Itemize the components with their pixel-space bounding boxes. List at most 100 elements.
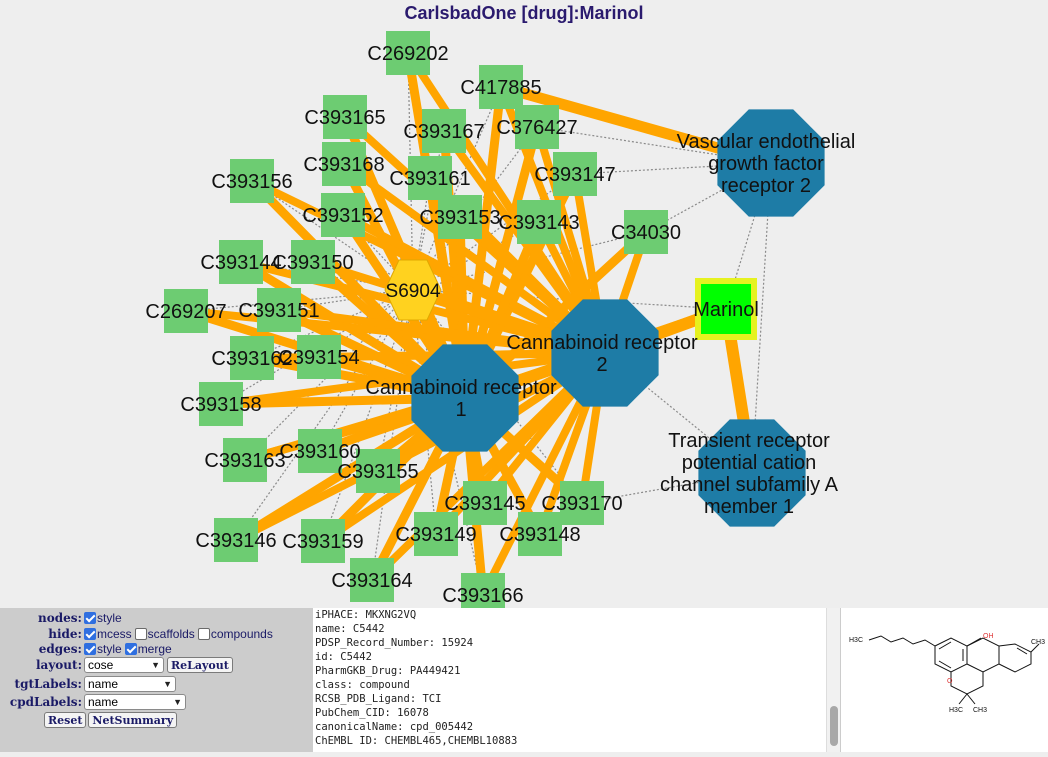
edges-style-checkbox[interactable] bbox=[84, 643, 96, 655]
property-line: RCSB_PDB_Ligand: TCI bbox=[315, 693, 442, 705]
label-line: Cannabinoid receptor bbox=[506, 332, 698, 354]
compound-node[interactable] bbox=[350, 558, 394, 602]
compound-node[interactable] bbox=[321, 193, 365, 237]
compound-label: C393165 bbox=[304, 107, 385, 129]
compound-node[interactable] bbox=[438, 195, 482, 239]
compound-node[interactable] bbox=[386, 31, 430, 75]
compound-label: C393147 bbox=[534, 164, 615, 186]
o-label: O bbox=[947, 678, 953, 685]
compound-node[interactable] bbox=[408, 156, 452, 200]
mcess-edge[interactable] bbox=[235, 289, 414, 541]
compound-node[interactable] bbox=[553, 152, 597, 196]
layout-label: layout: bbox=[35, 658, 82, 672]
compound-node[interactable] bbox=[297, 335, 341, 379]
label-line: C393159 bbox=[282, 531, 363, 553]
scaffold-node[interactable] bbox=[384, 259, 442, 321]
compound-node[interactable] bbox=[463, 481, 507, 525]
compound-label: C393158 bbox=[180, 394, 261, 416]
target-node-vegfr2[interactable] bbox=[717, 109, 825, 217]
page-title: CarlsbadOne [drug]:Marinol bbox=[404, 3, 644, 23]
target-node-cb1[interactable] bbox=[411, 344, 519, 452]
compound-label: C376427 bbox=[496, 117, 577, 139]
compound-node[interactable] bbox=[301, 519, 345, 563]
tgtlabels-select[interactable]: name ▼ bbox=[84, 676, 176, 692]
label-line: Vascular endothelial bbox=[677, 131, 856, 153]
label-line: C393167 bbox=[403, 121, 484, 143]
compound-node[interactable] bbox=[214, 518, 258, 562]
activity-edge[interactable] bbox=[278, 306, 606, 357]
query-drug-node[interactable] bbox=[695, 278, 757, 340]
nodes-label: nodes: bbox=[38, 611, 82, 625]
label-line: growth factor bbox=[708, 153, 824, 175]
compound-node[interactable] bbox=[560, 481, 604, 525]
hide-mcess-label: mcess bbox=[97, 627, 132, 641]
compound-node[interactable] bbox=[624, 210, 668, 254]
label-line: 2 bbox=[596, 354, 607, 376]
nodes-style-label: style bbox=[97, 611, 122, 625]
label-line: C393144 bbox=[200, 252, 281, 274]
mcess-edge[interactable] bbox=[412, 130, 445, 291]
tgtlabels-select-value: name bbox=[88, 677, 119, 691]
property-line: PharmGKB_Drug: PA449421 bbox=[315, 665, 461, 677]
compound-label: C393149 bbox=[395, 524, 476, 546]
property-line: canonicalName: cpd_005442 bbox=[315, 721, 474, 733]
compound-node[interactable] bbox=[461, 573, 505, 608]
hide-label: hide: bbox=[48, 627, 82, 641]
properties-scrollbar[interactable] bbox=[826, 608, 841, 752]
compound-node[interactable] bbox=[323, 95, 367, 139]
label-line: C417885 bbox=[460, 77, 541, 99]
compound-node[interactable] bbox=[223, 438, 267, 482]
compound-label: C393163 bbox=[204, 450, 285, 472]
target-node-cb2[interactable] bbox=[551, 299, 659, 407]
compound-node[interactable] bbox=[219, 240, 263, 284]
edges-merge-checkbox[interactable] bbox=[124, 643, 137, 655]
netsummary-button[interactable]: NetSummary bbox=[88, 712, 178, 728]
mcess-edge[interactable] bbox=[581, 472, 753, 504]
label-line: C269207 bbox=[145, 301, 226, 323]
property-line: class: compound bbox=[315, 679, 410, 691]
compound-node[interactable] bbox=[291, 240, 335, 284]
scrollbar-thumb[interactable] bbox=[830, 706, 838, 746]
cpdlabels-select[interactable]: name ▼ bbox=[84, 694, 186, 710]
compound-node[interactable] bbox=[164, 289, 208, 333]
mcess-edge[interactable] bbox=[407, 52, 414, 291]
label-line: C269202 bbox=[367, 43, 448, 65]
hide-scaffolds-checkbox[interactable] bbox=[134, 628, 147, 640]
compound-node[interactable] bbox=[230, 159, 274, 203]
compound-node[interactable] bbox=[414, 512, 458, 556]
label-line: C393147 bbox=[534, 164, 615, 186]
compound-node[interactable] bbox=[422, 109, 466, 153]
hide-compounds-checkbox[interactable] bbox=[197, 628, 210, 640]
compound-node[interactable] bbox=[356, 449, 400, 493]
relayout-button[interactable]: ReLayout bbox=[167, 657, 233, 673]
layout-select[interactable]: cose ▼ bbox=[84, 657, 164, 673]
hide-mcess-checkbox[interactable] bbox=[84, 628, 96, 640]
mcess-edge[interactable] bbox=[278, 289, 414, 311]
reset-button[interactable]: Reset bbox=[44, 712, 87, 728]
property-line: PubChem_CID: 16078 bbox=[315, 707, 429, 719]
mcess-edge[interactable] bbox=[412, 177, 431, 291]
label-line: C393160 bbox=[279, 441, 360, 463]
label-line: C393145 bbox=[444, 493, 525, 515]
compound-node[interactable] bbox=[479, 65, 523, 109]
target-node-trpa1[interactable] bbox=[698, 419, 806, 527]
compound-node[interactable] bbox=[515, 105, 559, 149]
compound-node[interactable] bbox=[230, 336, 274, 380]
activity-edge[interactable] bbox=[369, 350, 608, 583]
compound-node[interactable] bbox=[518, 512, 562, 556]
compound-node[interactable] bbox=[517, 200, 561, 244]
property-line: ChEMBL ID: CHEMBL465,CHEMBL10883 bbox=[315, 735, 518, 747]
mcess-edge[interactable] bbox=[574, 162, 772, 175]
compound-node[interactable] bbox=[322, 142, 366, 186]
property-line: name: C5442 bbox=[315, 623, 385, 635]
compound-label: C417885 bbox=[460, 77, 541, 99]
compound-node[interactable] bbox=[298, 429, 342, 473]
molecule-structure-drawing: H3C OH CH3 O H3C CH3 bbox=[849, 633, 1045, 714]
mcess-edge[interactable] bbox=[412, 289, 583, 504]
compound-node[interactable] bbox=[257, 288, 301, 332]
label-line: C393166 bbox=[442, 585, 523, 607]
compound-node[interactable] bbox=[199, 382, 243, 426]
nodes-style-checkbox[interactable] bbox=[84, 612, 96, 624]
